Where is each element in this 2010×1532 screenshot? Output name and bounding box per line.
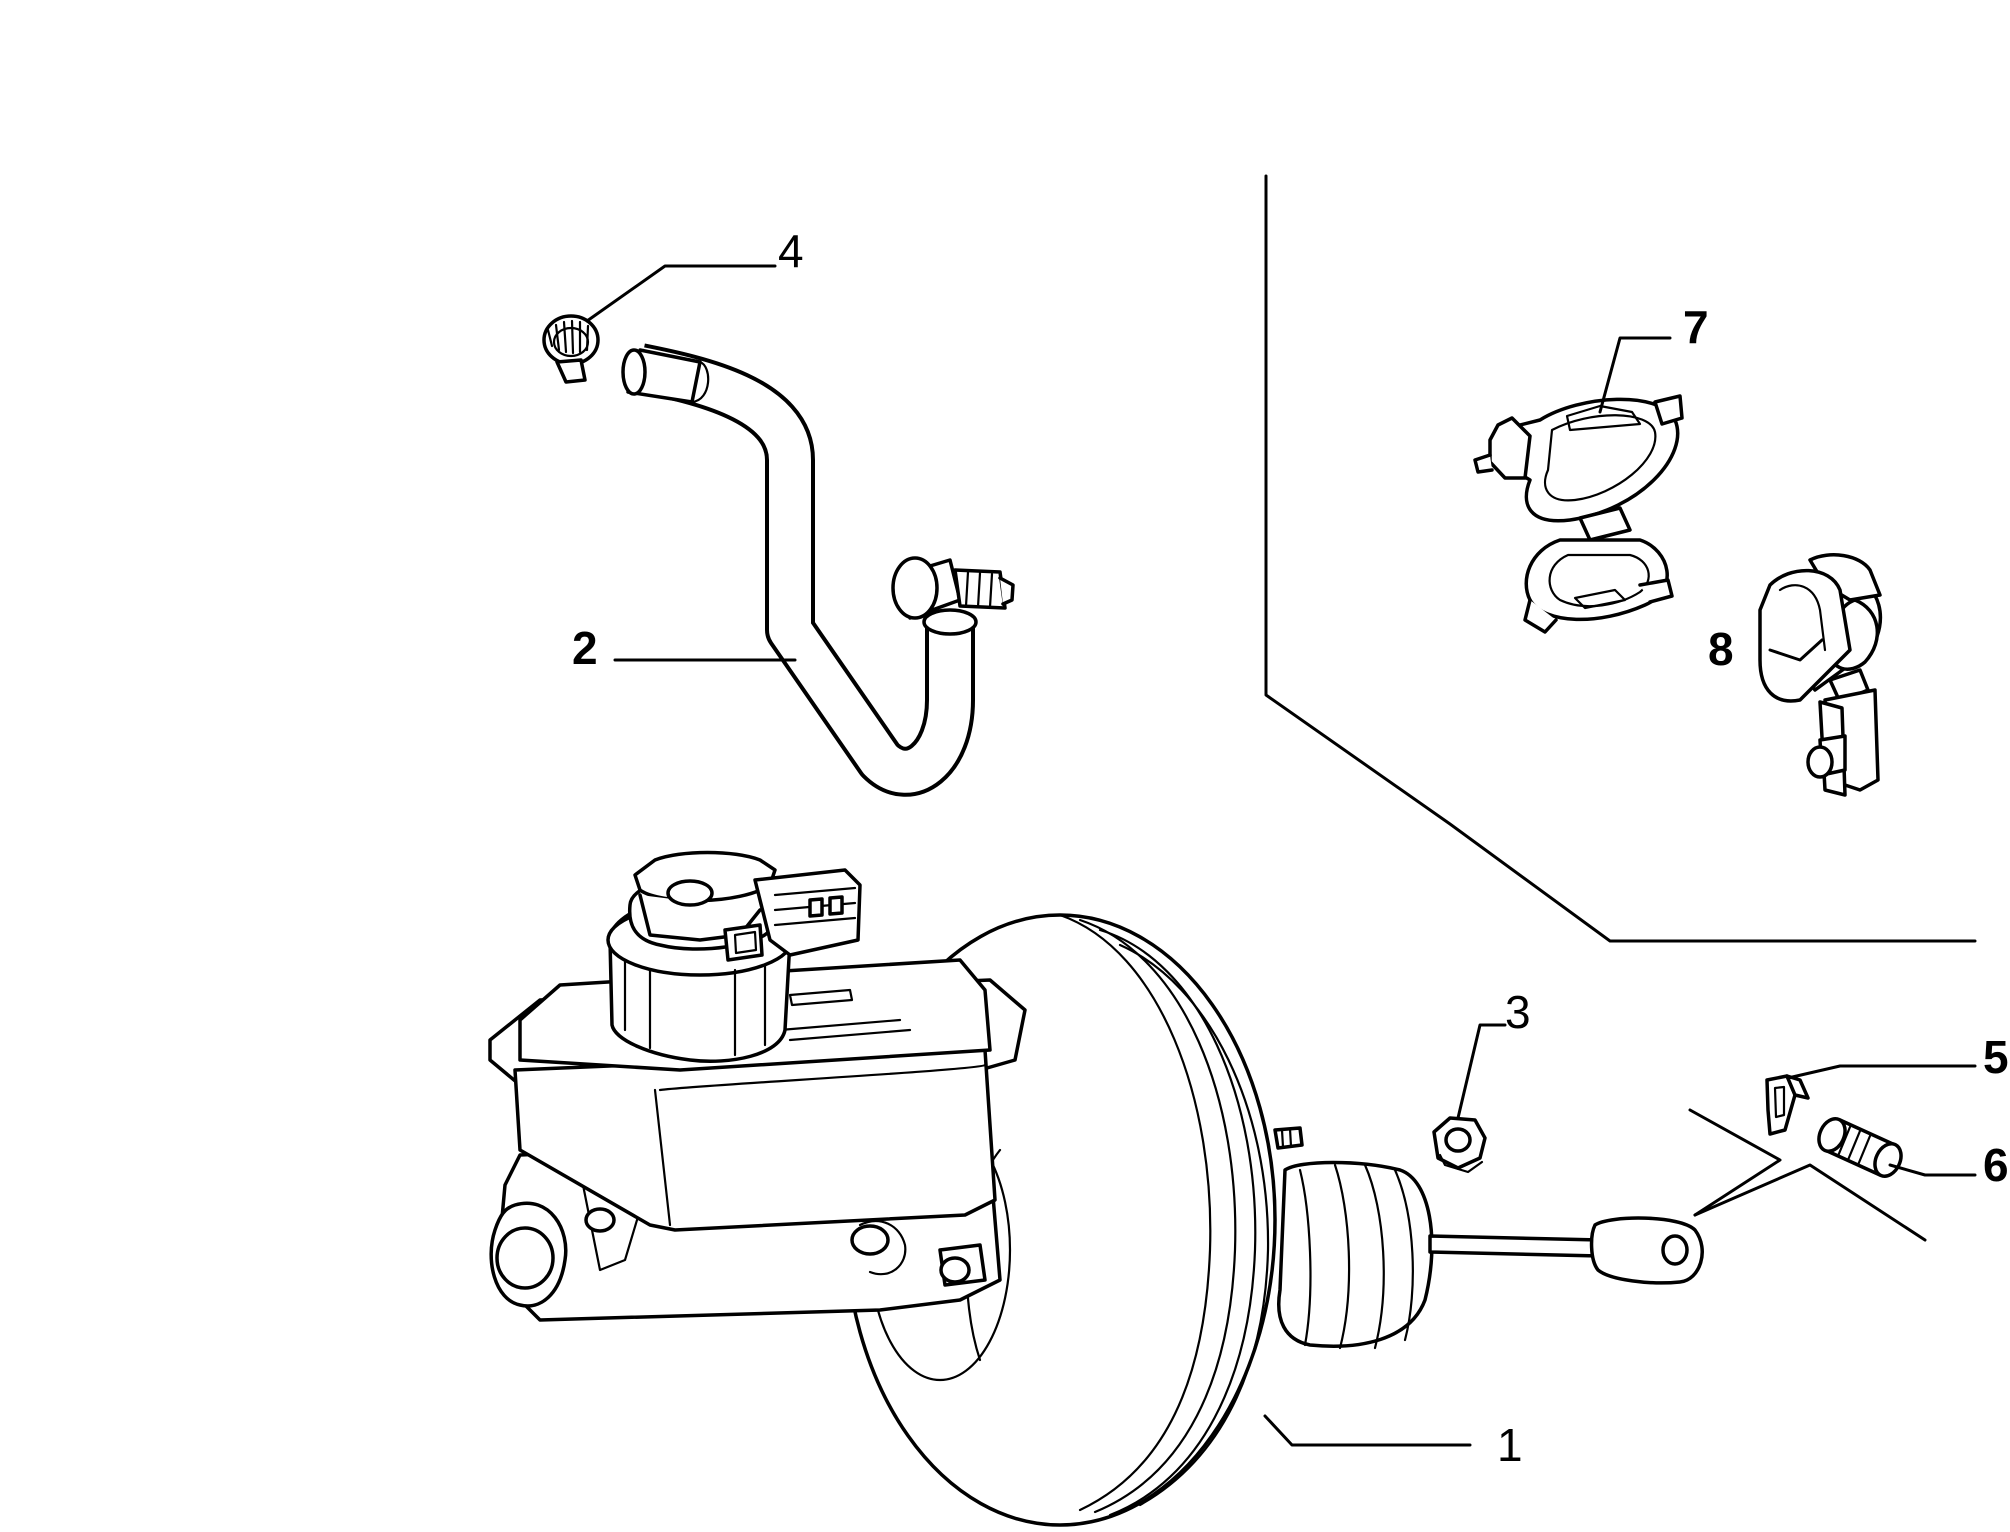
callout-labels: 1 2 3 4 5 6 7 8 [572,225,2009,1471]
callout-1: 1 [1497,1419,1523,1471]
leader-lines [585,264,1977,1447]
callout-7: 7 [1683,301,1709,353]
callout-2: 2 [572,622,598,674]
callout-8: 8 [1708,623,1734,675]
detail-inset-border [1264,174,1977,943]
pipe-clip-part-7 [1473,394,1684,634]
vacuum-hose-part-2 [621,343,1015,797]
brake-booster-assembly-part-1 [488,850,1704,1527]
retaining-clip-part-5 [1765,1074,1810,1136]
nut-part-3 [1432,1116,1487,1174]
hose-clamp-part-4 [542,314,600,384]
callout-4: 4 [778,225,804,277]
callout-6: 6 [1983,1139,2009,1191]
pipe-holder-part-8 [1758,553,1883,797]
pin-part-6 [1817,1117,1903,1178]
callout-5: 5 [1983,1031,2009,1083]
assembly-guide-line [1688,1108,1782,1217]
callout-3: 3 [1505,986,1531,1038]
